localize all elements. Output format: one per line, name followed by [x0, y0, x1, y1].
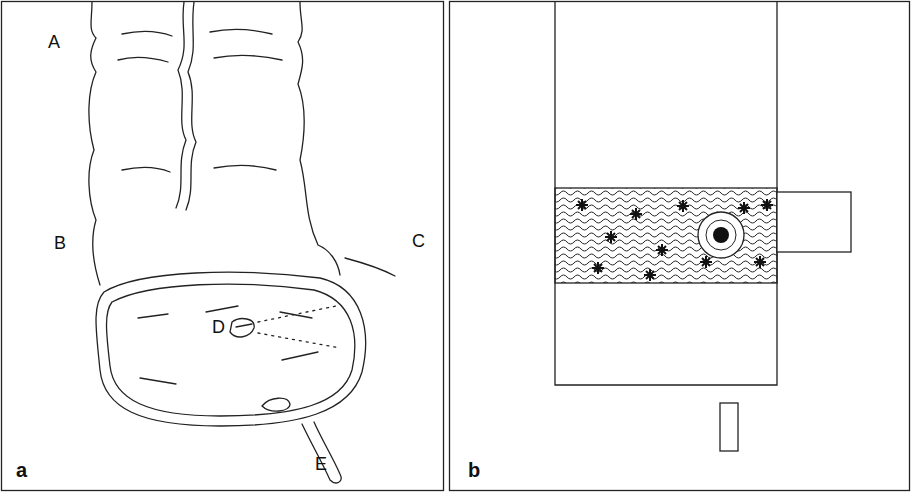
container-drawing [555, 2, 851, 451]
particle-mark [754, 256, 766, 268]
particle-mark [576, 199, 588, 211]
panel-label: a [16, 460, 27, 480]
part-label: C [412, 232, 425, 250]
panel-frame [450, 2, 910, 491]
particle-mark [700, 256, 712, 268]
colon-drawing [89, 2, 395, 483]
panel-label: b [468, 460, 480, 480]
part-label: B [54, 234, 66, 252]
particle-mark [644, 269, 656, 281]
particle-mark [677, 200, 689, 212]
part-label: D [212, 318, 225, 336]
panel-frame [2, 2, 444, 491]
particle-mark [605, 231, 617, 243]
particle-mark [761, 199, 773, 211]
part-label: A [48, 33, 60, 51]
particle-mark [738, 202, 750, 214]
particle-mark [630, 208, 642, 220]
particle-mark [592, 262, 604, 274]
particle-mark [656, 244, 668, 256]
part-label: E [315, 455, 327, 473]
